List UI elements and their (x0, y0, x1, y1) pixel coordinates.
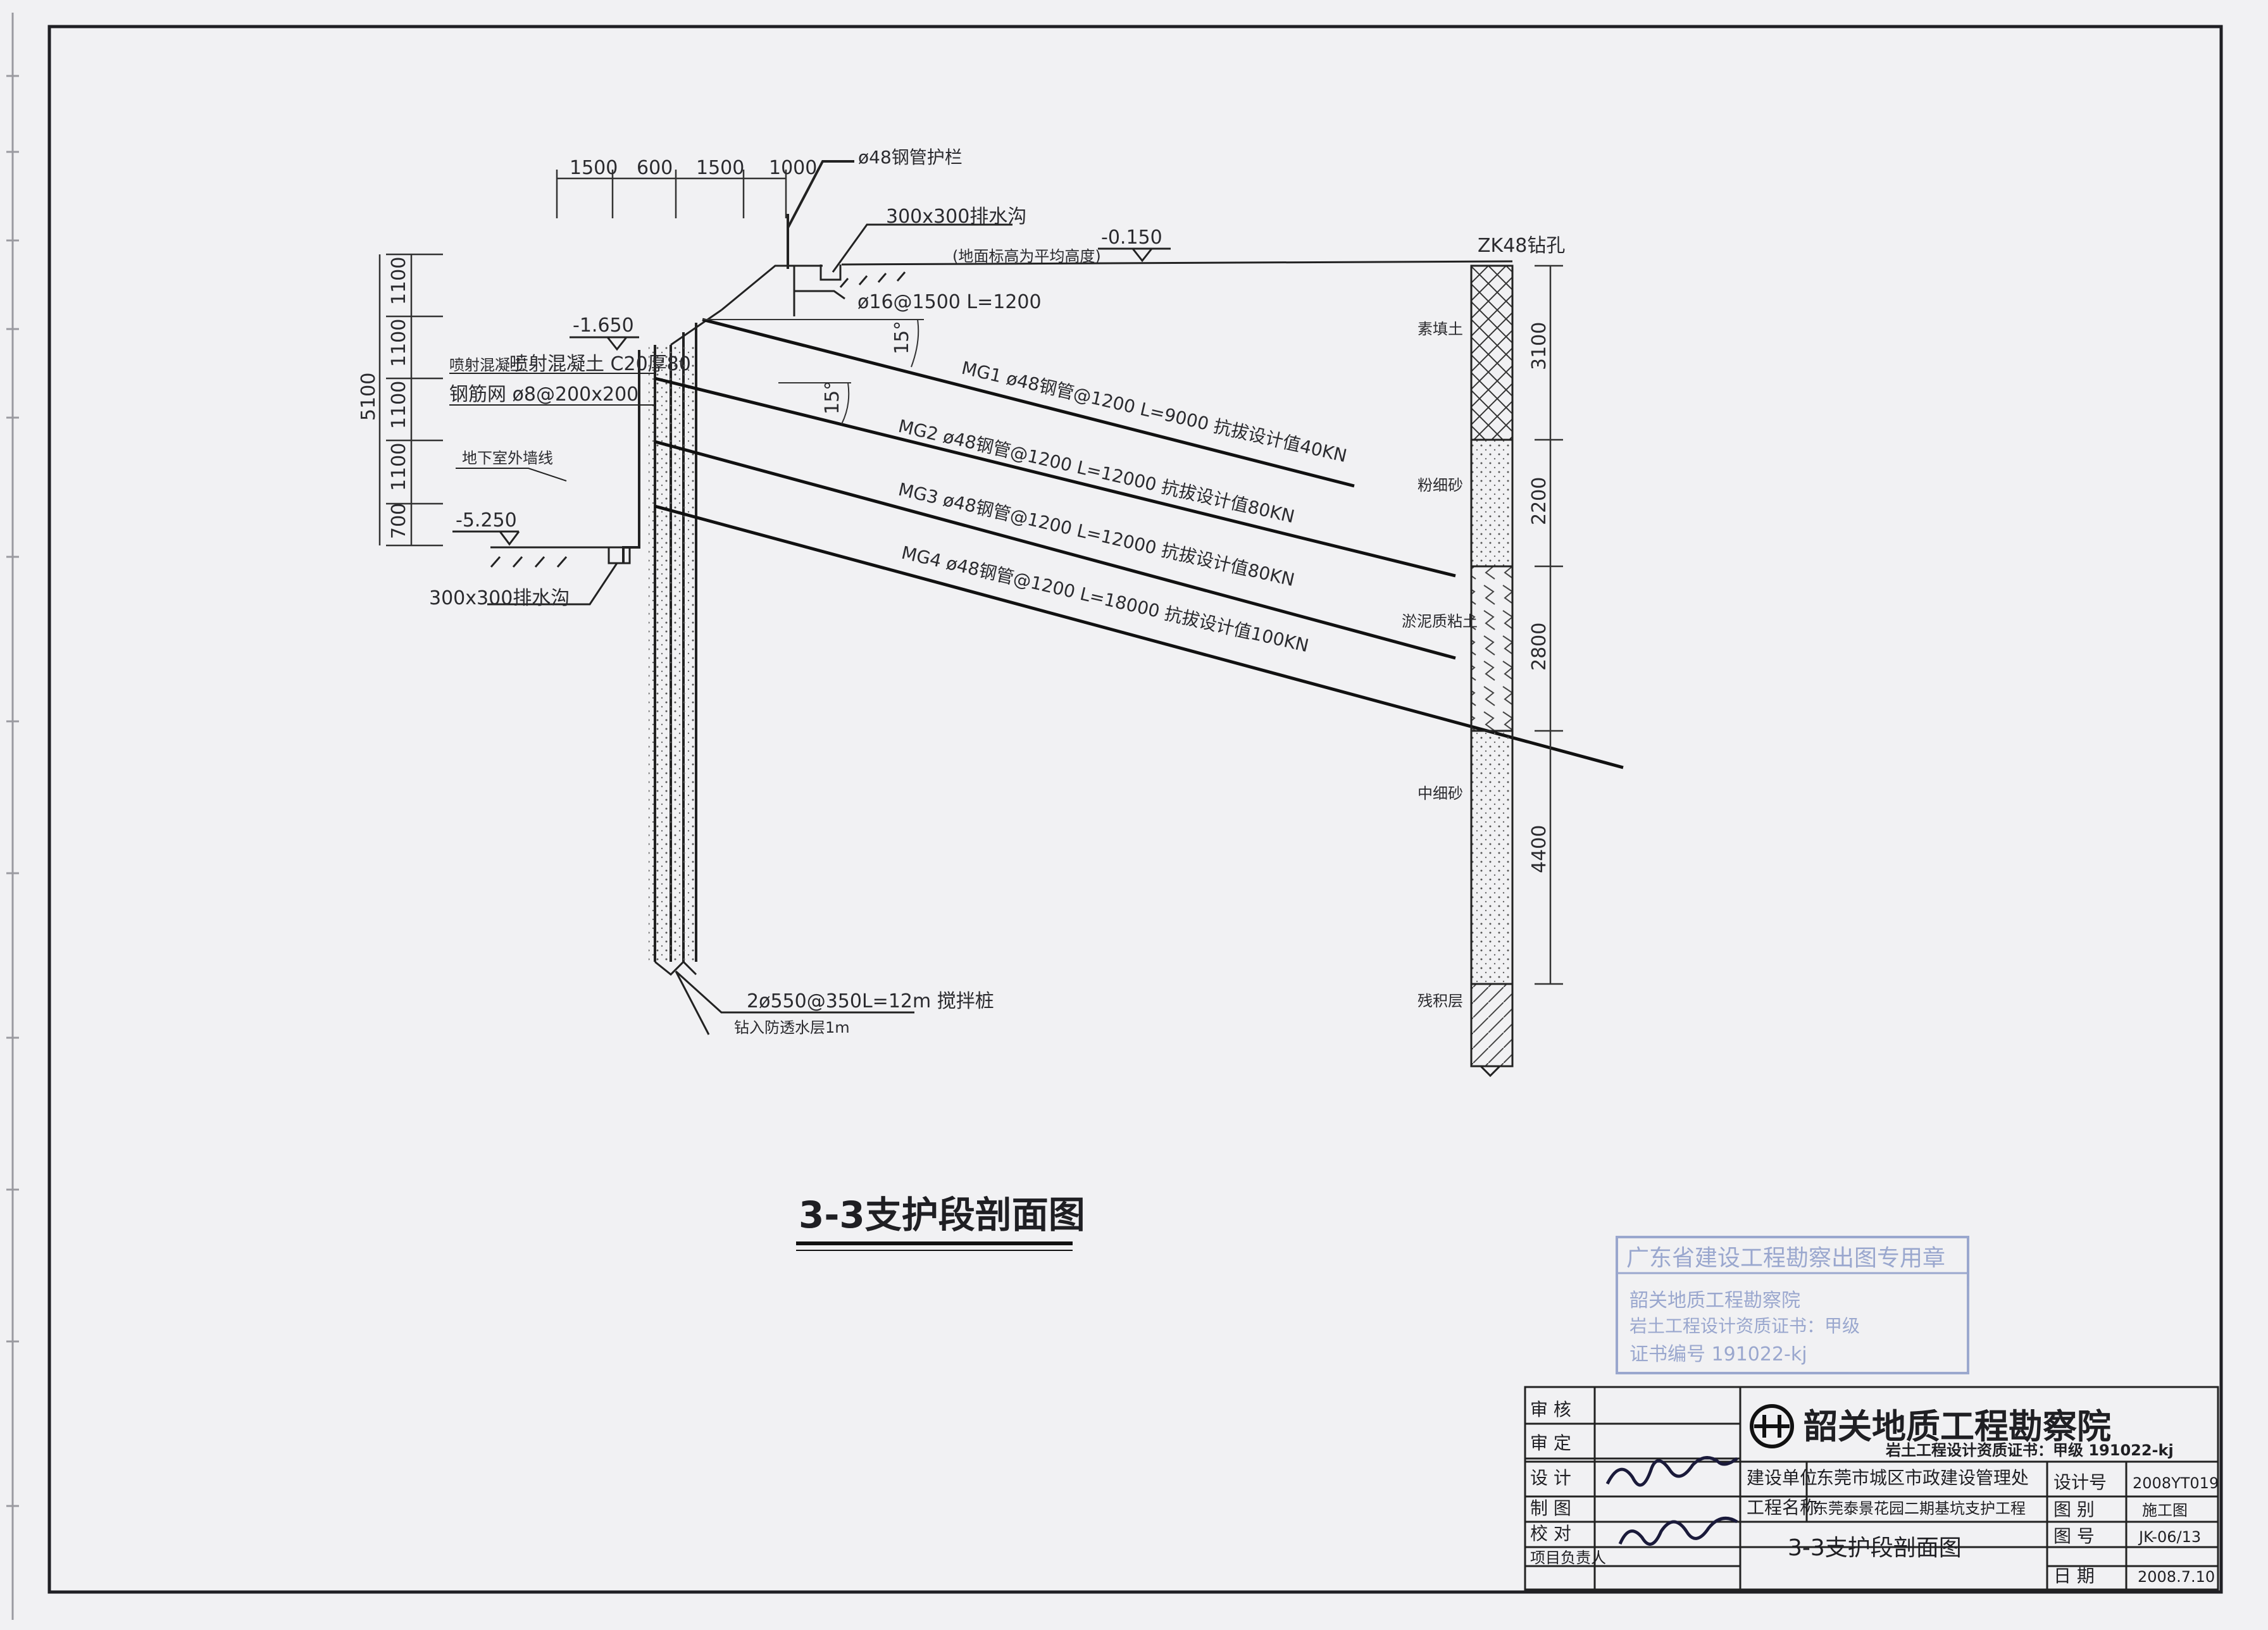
pile-label: 2ø550@350L=12m 搅拌桩 (747, 990, 994, 1012)
left-dim-1: 1100 (388, 257, 410, 305)
layer-name-1: 素填土 (1418, 320, 1463, 338)
elev-bottom-marker (452, 530, 520, 546)
project-label: 工程名称 (1747, 1497, 1817, 1518)
client-value: 东莞市城区市政建设管理处 (1816, 1467, 2029, 1488)
layer-thickness-4: 4400 (1528, 825, 1550, 873)
category: 施工图 (2142, 1502, 2188, 1519)
drawing-title: 3-3支护段剖面图 (799, 1193, 1085, 1236)
top-dim-2: 600 (637, 157, 673, 179)
category-label: 图 别 (2053, 1499, 2095, 1520)
layer-name-5: 残积层 (1418, 992, 1463, 1010)
top-dimension-chain (556, 170, 787, 218)
project-value: 东莞泰景花园二期基坑支护工程 (1813, 1500, 2026, 1517)
shotcrete-prefix: 喷射混凝土 (449, 356, 525, 374)
railing (787, 160, 854, 269)
angle-2: 15° (821, 381, 844, 414)
left-dim-4: 1100 (388, 443, 410, 491)
drain-top-label: 300x300排水沟 (886, 206, 1026, 228)
borehole-name: ZK48钻孔 (1478, 235, 1565, 257)
sheet-no-label: 图 号 (2053, 1526, 2095, 1546)
design-no: 2008YT019 (2133, 1474, 2219, 1492)
top-drain (819, 223, 1012, 281)
wall-note: 地下室外墙线 (462, 449, 553, 467)
left-dim-3: 1100 (388, 381, 410, 429)
pile-note: 钻入防透水层1m (734, 1019, 850, 1036)
date-label: 日 期 (2053, 1565, 2095, 1586)
layer-thickness-1: 3100 (1528, 322, 1550, 370)
role-check: 校 对 (1530, 1523, 1571, 1544)
design-stamp: 广东省建设工程勘察出图专用章 韶关地质工程勘察院 岩土工程设计资质证书：甲级 证… (1616, 1236, 1969, 1374)
layer-thickness-2: 2200 (1528, 477, 1550, 525)
role-approve: 审 定 (1530, 1433, 1571, 1453)
elev-step-marker (570, 336, 639, 351)
shotcrete-face (649, 345, 696, 962)
angle-1: 15° (891, 321, 913, 354)
svg-text:广东省建设工程勘察出图专用章: 广东省建设工程勘察出图专用章 (1626, 1245, 1945, 1271)
role-manager: 项目负责人 (1530, 1549, 1606, 1567)
top-dim-3: 1500 (696, 157, 744, 179)
top-dim-4: 1000 (769, 157, 817, 179)
svg-text:岩土工程设计资质证书：甲级: 岩土工程设计资质证书：甲级 (1629, 1316, 1860, 1336)
title-drawing-name: 3-3支护段剖面图 (1788, 1535, 1962, 1561)
mesh-label: 钢筋网 ø8@200x200 (449, 383, 639, 406)
role-review: 审 核 (1530, 1399, 1571, 1420)
sheet-border (47, 25, 2223, 1594)
svg-text:韶关地质工程勘察院: 韶关地质工程勘察院 (1629, 1290, 1800, 1312)
left-dim-total: 5100 (358, 373, 380, 421)
shotcrete-label: 喷射混凝土 C20厚80 (509, 353, 691, 375)
date: 2008.7.10 (2138, 1568, 2215, 1586)
binding-edge (6, 13, 19, 1620)
sheet-no: JK-06/13 (2138, 1528, 2201, 1546)
layer-name-3: 淤泥质粘土 (1402, 613, 1478, 630)
rail-label: ø48钢管护栏 (858, 147, 963, 168)
client-label: 建设单位 (1747, 1467, 1817, 1488)
angle-marks (702, 319, 924, 425)
shotcrete-leaders (449, 373, 655, 482)
soil-nails (654, 318, 1624, 769)
drain-bottom-label: 300x300排水沟 (429, 587, 570, 609)
design-no-label: 设计号 (2053, 1472, 2107, 1493)
borehole-dimensions (1535, 264, 1563, 985)
layer-name-4: 中细砂 (1418, 785, 1463, 802)
left-dimension-chain (378, 253, 443, 547)
elev-top-marker (1098, 247, 1171, 263)
pile-bottom (654, 960, 914, 1035)
title-block (1524, 1386, 2219, 1591)
elev-bottom: -5.250 (456, 509, 517, 532)
svg-text:证书编号 191022-kj: 证书编号 191022-kj (1629, 1343, 1807, 1366)
company-logo (1750, 1404, 1794, 1448)
ground-note: (地面标高为平均高度) (952, 247, 1101, 265)
elev-step: -1.650 (573, 314, 634, 337)
layer-name-2: 粉细砂 (1418, 476, 1463, 494)
dowel-label: ø16@1500 L=1200 (857, 291, 1042, 313)
layer-thickness-3: 2800 (1528, 623, 1550, 671)
ground-line (670, 260, 1513, 346)
left-dim-2: 1100 (388, 319, 410, 367)
top-dim-1: 1500 (570, 157, 618, 179)
dowel-leader (793, 266, 845, 316)
signatures (1605, 1456, 1738, 1546)
company-name: 韶关地质工程勘察院 (1804, 1407, 2111, 1446)
left-dim-5: 700 (388, 503, 410, 539)
role-drafting: 制 图 (1530, 1498, 1571, 1519)
borehole-column (1470, 264, 1514, 1078)
elev-top: -0.150 (1101, 227, 1162, 249)
company-license: 岩土工程设计资质证书：甲级 191022-kj (1885, 1441, 2174, 1459)
role-design: 设 计 (1530, 1467, 1571, 1488)
bottom-drain (487, 546, 639, 606)
